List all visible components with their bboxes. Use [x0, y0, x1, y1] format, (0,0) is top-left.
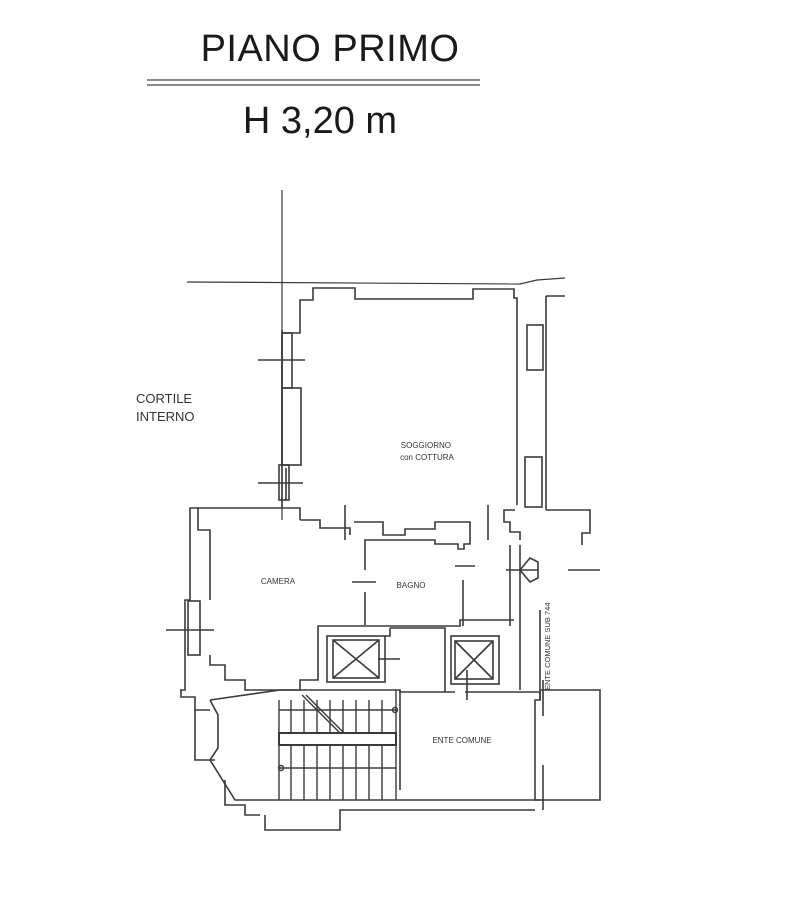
walls: [166, 190, 601, 831]
bedroom-label: CAMERA: [261, 577, 296, 586]
bathroom-label: BAGNO: [397, 581, 426, 590]
door-swing-icon: [506, 557, 539, 583]
living-room-label: SOGGIORNO con COTTURA: [400, 441, 454, 462]
common-corridor-label: ENTE COMUNE SUB 744: [543, 602, 552, 690]
common-area-label: ENTE COMUNE: [432, 736, 491, 745]
courtyard-label: CORTILE INTERNO: [136, 391, 196, 424]
plan-title: PIANO PRIMO: [200, 28, 460, 70]
title-underline: [147, 79, 480, 86]
staircase: [277, 690, 399, 800]
ceiling-height-label: H 3,20 m: [242, 100, 398, 142]
